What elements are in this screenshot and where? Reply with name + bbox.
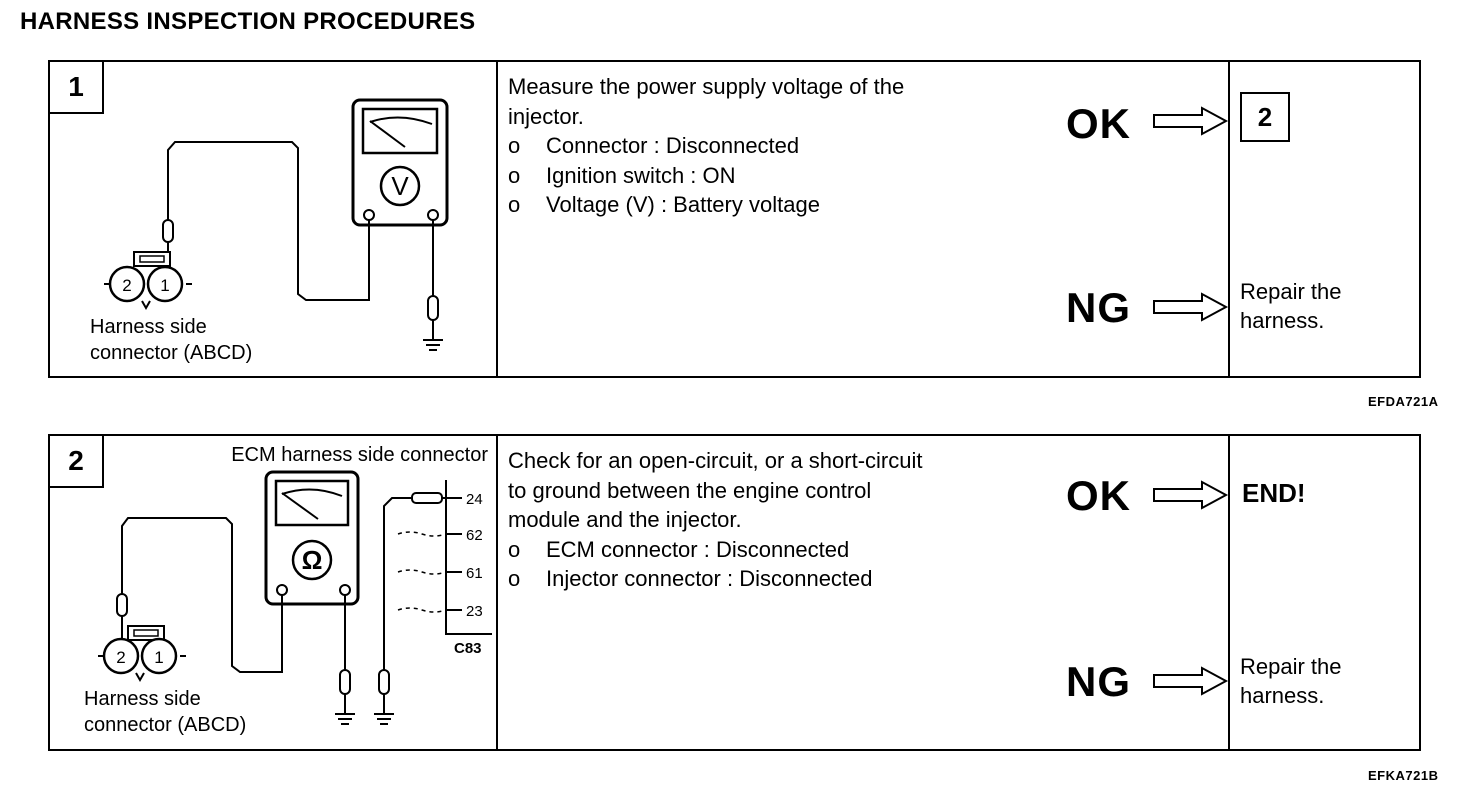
- step-1-wiring-diagram: 2 1 V: [104, 98, 449, 351]
- pin-2-label: 2: [116, 648, 125, 667]
- ecm-pin-24: 24: [466, 491, 483, 508]
- step-2-instructions: Check for an open-circuit, or a short-ci…: [508, 446, 923, 594]
- test-lead-wire: [167, 141, 370, 301]
- ng-label: NG: [1066, 284, 1131, 331]
- ecm-connector-label: ECM harness side connector: [231, 444, 488, 466]
- ng-result-text: Repair the harness.: [1240, 279, 1342, 333]
- step-1-instructions: Measure the power supply voltage of the …: [508, 72, 904, 220]
- ok-arrow-icon: [1153, 480, 1229, 510]
- ng-arrow-icon: [1153, 292, 1229, 322]
- page-title: HARNESS INSPECTION PROCEDURES: [20, 8, 476, 35]
- step-2-result-cell: END! Repair the harness.: [1230, 436, 1419, 749]
- ecm-pin-23: 23: [466, 603, 483, 620]
- injector-connector-icon: 2 1: [104, 251, 192, 311]
- ok-label: OK: [1066, 100, 1131, 147]
- step-2-number: 2: [50, 436, 104, 488]
- pin-1-label: 1: [160, 276, 169, 295]
- figure-code: EFDA721A: [1368, 394, 1439, 409]
- ohmmeter-icon: [264, 470, 360, 606]
- ng-arrow-icon: [1153, 666, 1229, 696]
- ground-probe-icon: [423, 295, 443, 351]
- harness-connector-label: Harness side connector (ABCD): [84, 688, 247, 736]
- ohmmeter-symbol: Ω: [302, 545, 323, 575]
- figure-code: EFKA721B: [1368, 768, 1439, 783]
- step-1-number: 1: [50, 62, 104, 114]
- ecm-pin-61: 61: [466, 565, 483, 582]
- ecm-connector-icon: 24 62 61 23 C83: [397, 480, 492, 657]
- ecm-pin-62: 62: [466, 527, 483, 544]
- injector-connector-icon: 2 1: [98, 625, 186, 683]
- step-2-table: 2 ECM harness side connector: [48, 434, 1421, 751]
- harness-connector-label: Harness side connector (ABCD): [90, 316, 253, 364]
- step-2-wiring-diagram: 24 62 61 23 C83 2 1 Ω: [98, 470, 492, 725]
- pin-1-label: 1: [154, 648, 163, 667]
- test-lead-wire: [121, 517, 283, 673]
- voltmeter-symbol: V: [391, 171, 409, 201]
- end-result: END!: [1242, 478, 1306, 508]
- step-1-result-cell: 2 Repair the harness.: [1230, 62, 1419, 376]
- go-to-step-2[interactable]: 2: [1240, 92, 1290, 142]
- step-1-table: 1: [48, 60, 1421, 378]
- voltmeter-icon: [351, 98, 449, 227]
- ng-result-text: Repair the harness.: [1240, 654, 1342, 708]
- ground-probe-icon: [335, 669, 355, 725]
- probe-icon: [116, 593, 128, 642]
- ok-arrow-icon: [1153, 106, 1229, 136]
- ecm-connector-id: C83: [454, 640, 482, 657]
- ok-label: OK: [1066, 472, 1131, 519]
- step-1-diagram-cell: 1: [50, 62, 498, 376]
- ng-label: NG: [1066, 658, 1131, 705]
- pin-2-label: 2: [122, 276, 131, 295]
- step-1-instruction-cell: Measure the power supply voltage of the …: [498, 62, 1230, 376]
- step-2-instruction-cell: Check for an open-circuit, or a short-ci…: [498, 436, 1230, 749]
- step-2-diagram-cell: 2 ECM harness side connector: [50, 436, 498, 749]
- ground-probe-icon: [374, 669, 394, 725]
